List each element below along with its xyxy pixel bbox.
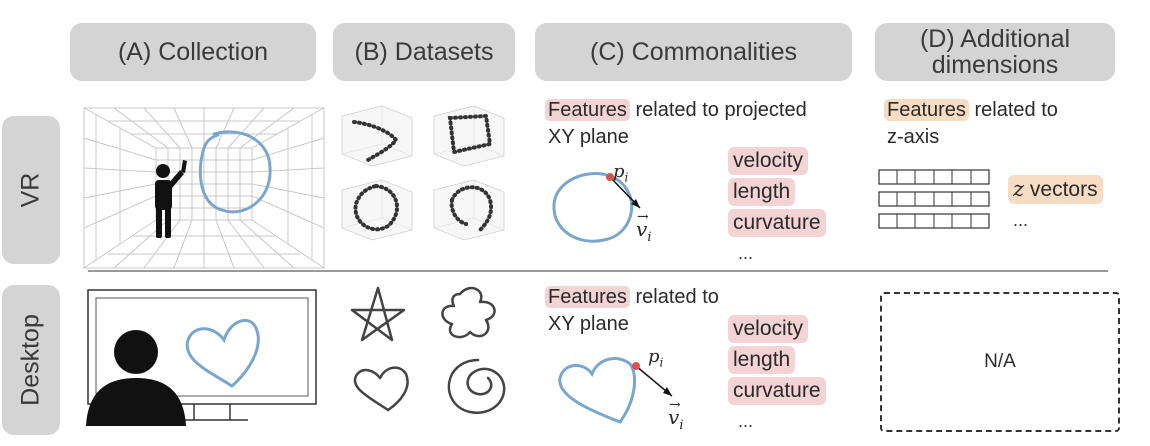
vr-point-label: pi (613, 159, 628, 191)
vr-point-subscript: i (624, 170, 629, 185)
row-divider (88, 270, 1108, 272)
desktop-illustration (86, 289, 317, 426)
vr-features-rest: related to projected (629, 99, 807, 121)
vr-features-line2: XY plane (548, 126, 629, 148)
header-commonalities: (C) Commonalities (535, 23, 852, 81)
vr-z-features-highlight: Features (884, 99, 969, 121)
row-label-desktop: Desktop (2, 285, 60, 435)
header-additional-line2: dimensions (931, 51, 1059, 79)
vr-tags-ellipsis: ... (738, 243, 754, 263)
vr-features-text: Features related to projected (545, 97, 807, 123)
header-collection-label: (A) Collection (117, 37, 269, 66)
header-commonalities-label: (C) Commonalities (590, 37, 797, 66)
vr-vector-label: →vi (636, 209, 652, 245)
person-silhouette-icon (155, 160, 187, 238)
vr-z-features-rest: related to (968, 99, 1058, 121)
desktop-features-rest: related to (629, 286, 719, 308)
row-label-vr: VR (2, 116, 60, 264)
desktop-features-text: Features related to (545, 284, 719, 310)
desktop-point-symbol: p (648, 346, 660, 367)
z-vectors-tag: z vectors (1008, 175, 1103, 204)
desktop-features-line2: XY plane (548, 313, 629, 335)
z-vectors-ellipsis: ... (1013, 210, 1029, 230)
user-silhouette-icon (86, 330, 186, 426)
row-label-desktop-text: Desktop (16, 314, 45, 406)
header-additional-dimensions: (D) Additional dimensions (875, 23, 1115, 81)
desktop-point-subscript: i (659, 355, 664, 370)
vr-tag-velocity: velocity (728, 147, 809, 175)
header-datasets-label: (B) Datasets (354, 37, 494, 66)
vr-tag-length: length (728, 178, 796, 206)
header-datasets: (B) Datasets (333, 23, 515, 81)
not-applicable-box: N/A (880, 292, 1120, 432)
desktop-tag-velocity: velocity (728, 315, 809, 343)
row-label-vr-text: VR (16, 172, 45, 208)
desktop-dataset-shapes (350, 286, 506, 415)
vr-curve-diagram (552, 172, 641, 243)
header-collection: (A) Collection (70, 23, 316, 81)
vr-z-features-text: Features related to (884, 97, 1058, 123)
vr-features-highlight: Features (545, 99, 630, 121)
vr-tag-curvature: curvature (728, 209, 826, 237)
desktop-tags-ellipsis: ... (738, 411, 754, 431)
desktop-point-label: pi (648, 344, 663, 376)
desktop-features-highlight: Features (545, 286, 630, 308)
vr-room-illustration (83, 107, 325, 269)
vr-dataset-plots (341, 105, 505, 241)
vr-vector-subscript: i (647, 230, 652, 245)
desktop-curve-diagram (558, 357, 673, 424)
desktop-tag-curvature: curvature (728, 377, 826, 405)
z-vectors-var: z (1013, 177, 1025, 201)
desktop-vector-symbol: v (668, 405, 680, 429)
vr-vector-symbol: v (636, 217, 648, 241)
z-vectors-rest: vectors (1024, 178, 1098, 201)
vr-point-symbol: p (613, 161, 625, 182)
desktop-vector-label: →vi (668, 397, 684, 433)
vr-z-features-line2: z-axis (887, 126, 940, 148)
not-applicable-label: N/A (984, 351, 1016, 372)
header-additional-line1: (D) Additional (919, 24, 1071, 53)
desktop-vector-subscript: i (679, 418, 684, 433)
desktop-tag-length: length (728, 346, 796, 374)
z-vector-grid (878, 169, 990, 229)
